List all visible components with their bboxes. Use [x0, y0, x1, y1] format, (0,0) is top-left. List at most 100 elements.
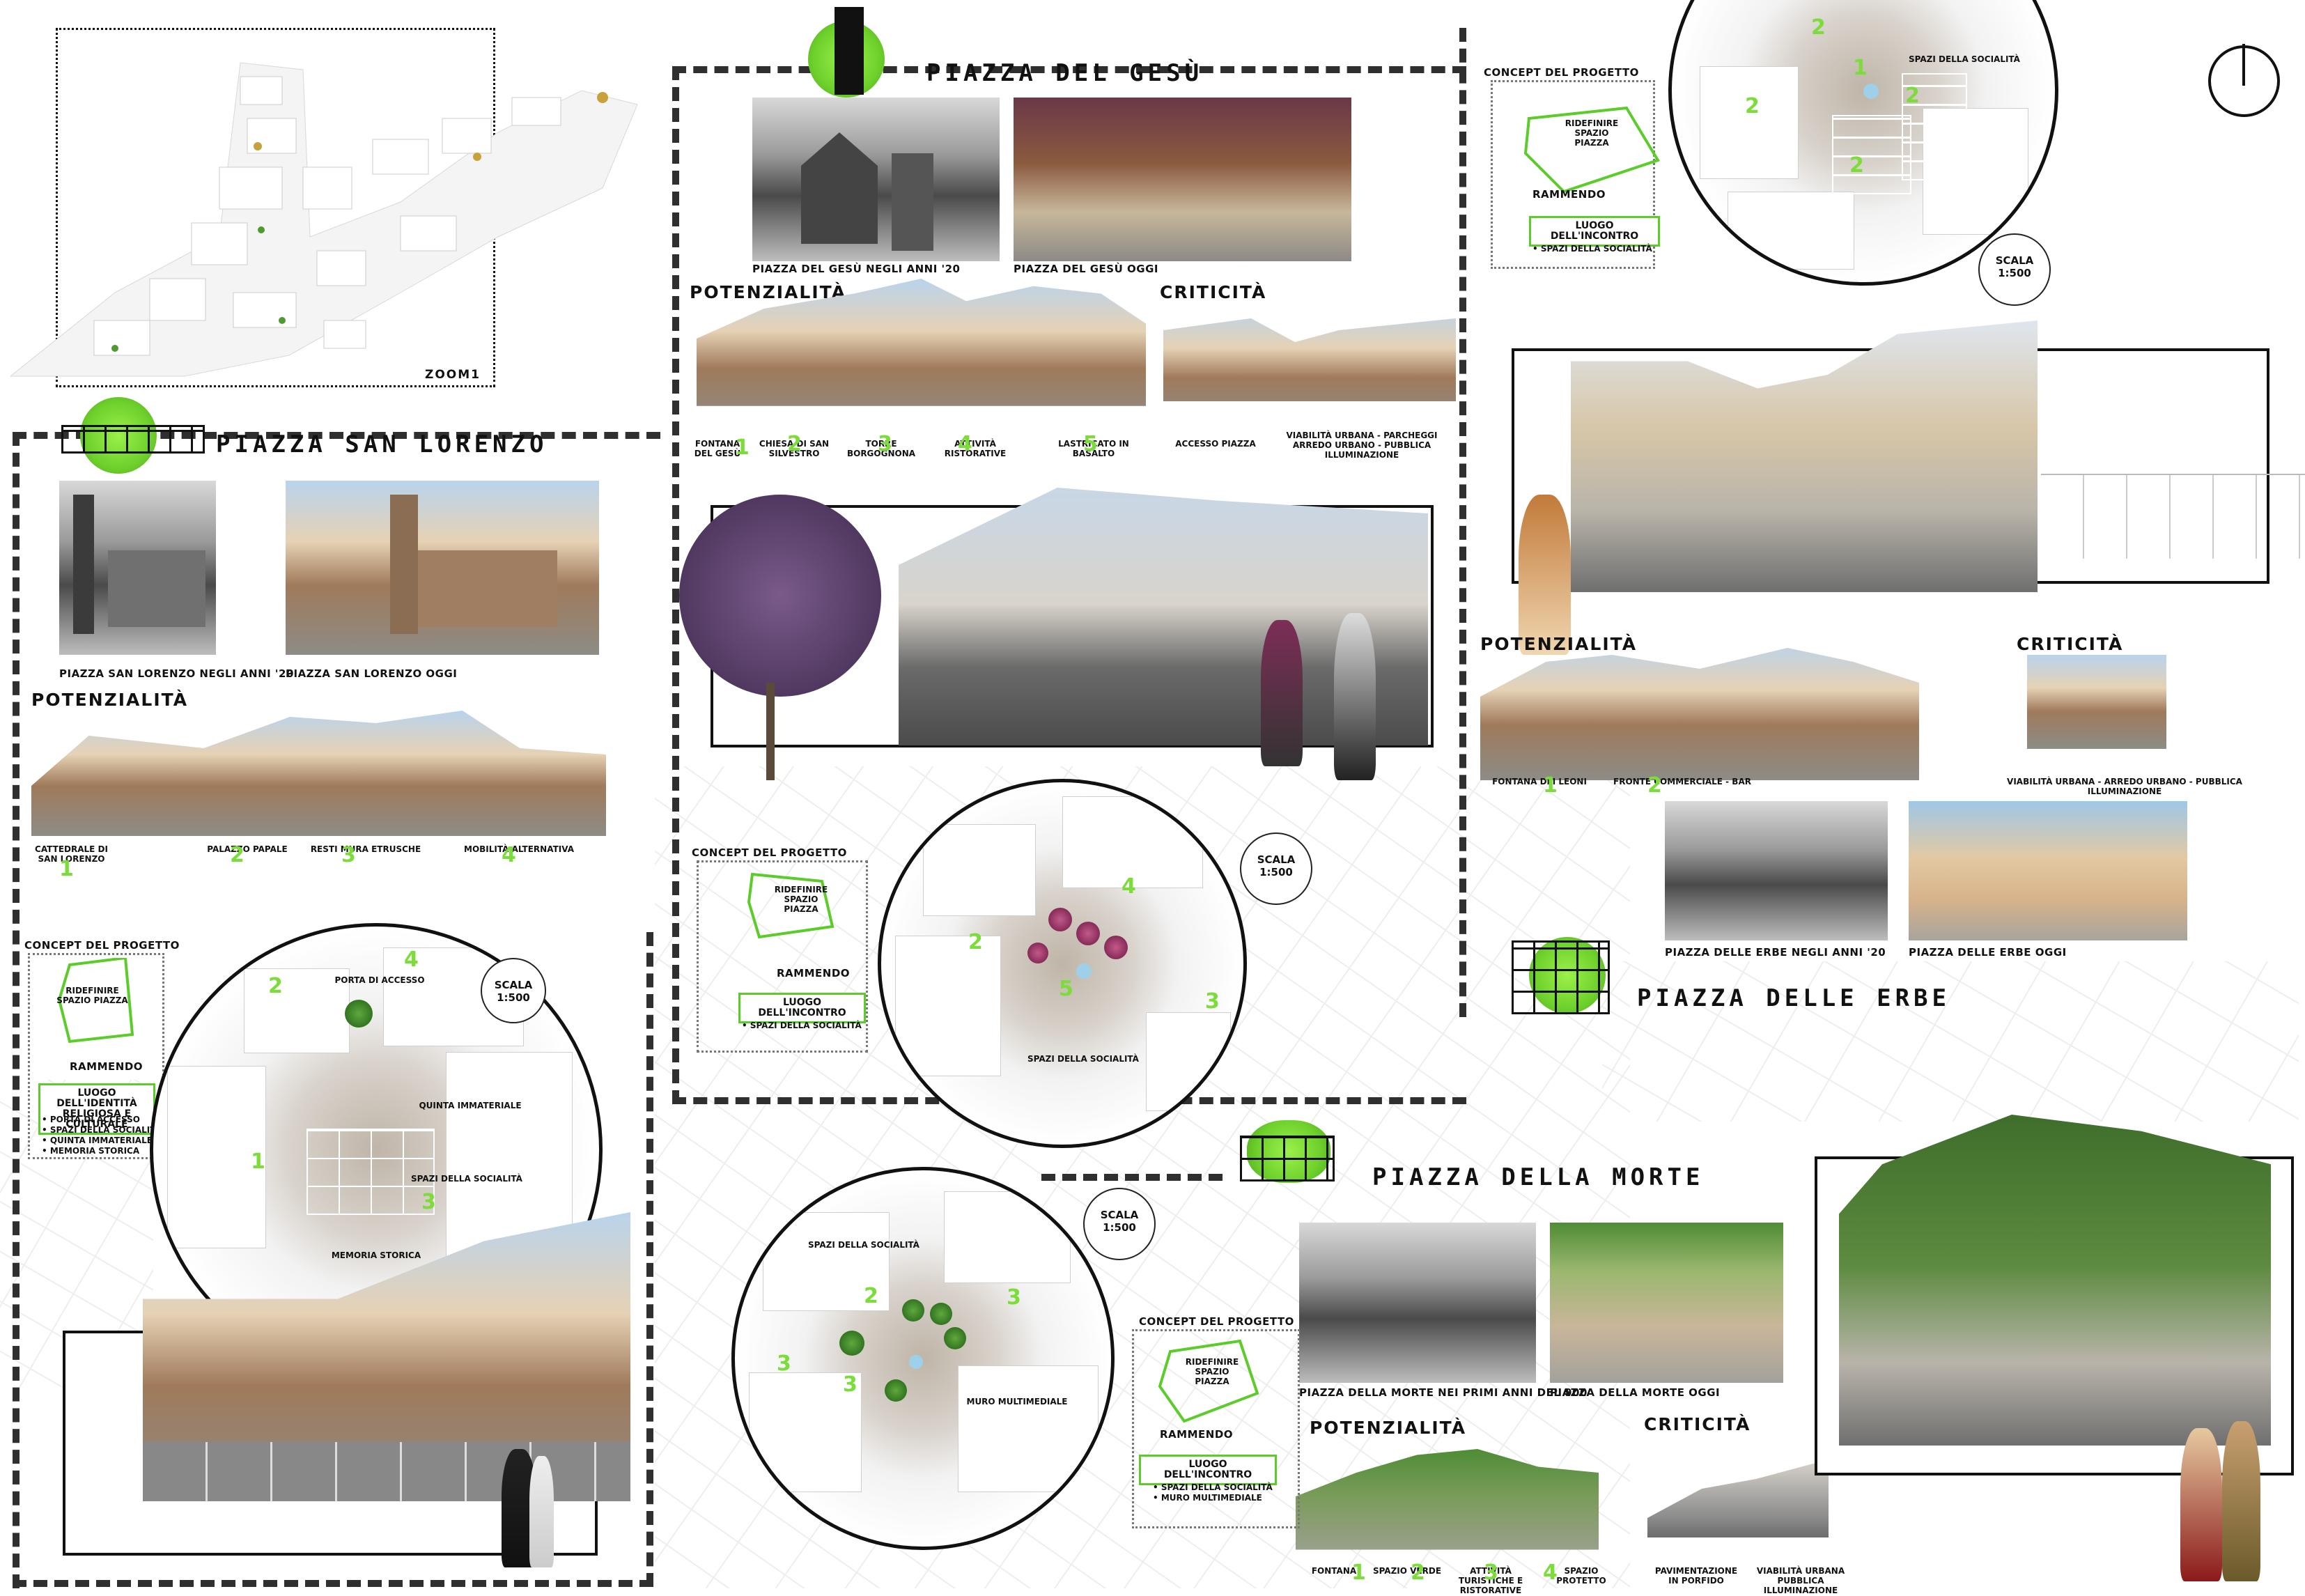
san-lorenzo-scale-text: SCALA 1:500 — [494, 979, 533, 1004]
san-lorenzo-bottom-border — [13, 932, 653, 1587]
zoom-axonometric-model — [9, 28, 651, 383]
morte-crit-2: VIABILITÀ URBANA PUBBLICA ILLUMINAZIONE — [1756, 1566, 1845, 1595]
gesu-tree-trunk — [766, 683, 775, 780]
gesu-concept-shape — [745, 867, 836, 944]
san-lorenzo-concept-title: CONCEPT DEL PROGETTO — [24, 939, 180, 952]
gesu-crit-1: ACCESSO PIAZZA — [1175, 439, 1256, 449]
erbe-concept-frame — [1491, 80, 1655, 269]
san-lorenzo-rammendo: RAMMENDO — [70, 1060, 143, 1073]
gesu-scale-text: SCALA 1:500 — [1257, 853, 1296, 878]
morte-crit-1: PAVIMENTAZIONE IN PORFIDO — [1654, 1566, 1738, 1586]
san-lorenzo-concept-list: • PORTA DI ACCESSO • SPAZI DELLA SOCIALI… — [42, 1115, 162, 1156]
morte-plan-spazi: SPAZI DELLA SOCIALITÀ — [808, 1240, 919, 1250]
erbe-photo-past — [1665, 801, 1888, 940]
erbe-plan-num: 2 — [1811, 15, 1826, 40]
morte-list-item: • SPAZI DELLA SOCIALITÀ — [1153, 1482, 1273, 1492]
morte-concept-frame — [1132, 1329, 1300, 1528]
erbe-pergola — [2041, 474, 2305, 559]
zoom-label: ZOOM1 — [425, 368, 481, 382]
erbe-photo-now — [1909, 801, 2187, 940]
erbe-criticita-title: CRITICITÀ — [2017, 634, 2124, 654]
gesu-criticita-title: CRITICITÀ — [1160, 282, 1267, 302]
erbe-luogo: LUOGO DELL'INCONTRO — [1529, 216, 1660, 247]
san-lorenzo-pot-4: MOBILITÀ ALTERNATIVA — [464, 844, 574, 854]
san-lorenzo-bride — [529, 1456, 554, 1567]
san-lorenzo-caption-now: PIAZZA SAN LORENZO OGGI — [286, 667, 458, 680]
erbe-plan-num: 1 — [1853, 56, 1868, 80]
san-lorenzo-pot-1: CATTEDRALE DI SAN LORENZO — [35, 844, 108, 864]
morte-scale-text: SCALA 1:500 — [1100, 1209, 1139, 1234]
gesu-plan-num: 5 — [1059, 977, 1073, 1001]
morte-criticita-title: CRITICITÀ — [1644, 1414, 1751, 1434]
san-lorenzo-potenzialita-title: POTENZIALITÀ — [31, 690, 189, 710]
morte-list-item: • MURO MULTIMEDIALE — [1153, 1493, 1262, 1503]
gesu-right-border — [1459, 28, 1675, 1017]
gesu-photo-past — [752, 98, 1000, 261]
gesu-dancers — [1334, 613, 1376, 780]
gesu-pot-2: CHIESA DI SAN SILVESTRO — [759, 439, 830, 458]
gesu-plan-num: 3 — [1205, 989, 1220, 1014]
morte-caption-past: PIAZZA DELLA MORTE NEI PRIMI ANNI DEL 90… — [1299, 1386, 1588, 1399]
gesu-pot-3-num: 3 — [878, 432, 892, 456]
gesu-scale: SCALA 1:500 — [1240, 832, 1312, 905]
san-lorenzo-plan-num: 2 — [268, 974, 283, 998]
morte-concept-title: CONCEPT DEL PROGETTO — [1139, 1315, 1294, 1328]
erbe-grid-icon — [1512, 940, 1610, 1014]
morte-rammendo: RAMMENDO — [1160, 1428, 1234, 1441]
san-lorenzo-plan-porta: PORTA DI ACCESSO — [334, 975, 425, 985]
san-lorenzo-grid-icon — [61, 425, 205, 454]
gesu-pot-5-num: 5 — [1083, 432, 1098, 456]
morte-potenzialita-title: POTENZIALITÀ — [1310, 1418, 1467, 1438]
erbe-potenzialita-collage — [1480, 648, 1919, 780]
san-lorenzo-pot-2-num: 2 — [230, 843, 245, 867]
erbe-plan-num: 2 — [1849, 153, 1864, 178]
morte-pot-1-num: 1 — [1351, 1560, 1366, 1585]
san-lorenzo-title: PIAZZA SAN LORENZO — [216, 431, 548, 458]
gesu-plan-circle — [878, 779, 1247, 1148]
gesu-tower-icon — [835, 7, 864, 95]
morte-luogo: LUOGO DELL'INCONTRO — [1139, 1455, 1277, 1485]
san-lorenzo-caption-past: PIAZZA SAN LORENZO NEGLI ANNI '20 — [59, 667, 294, 680]
erbe-scale: SCALA 1:500 — [1978, 233, 2051, 306]
gesu-tree — [679, 495, 881, 697]
erbe-concept-shape-label: RIDEFINIRE SPAZIO PIAZZA — [1565, 118, 1619, 148]
morte-title: PIAZZA DELLA MORTE — [1372, 1163, 1705, 1191]
gesu-concept-frame — [697, 860, 868, 1053]
san-lorenzo-list-item: • SPAZI DELLA SOCIALITÀ — [42, 1125, 162, 1135]
gesu-pot-1: FONTANA DEL GESÙ — [694, 439, 741, 458]
gesu-concept-shape-label: RIDEFINIRE SPAZIO PIAZZA — [774, 885, 828, 914]
erbe-plan-num: 2 — [1905, 84, 1920, 108]
morte-plan-num: 3 — [777, 1351, 791, 1376]
san-lorenzo-pot-3-num: 3 — [341, 843, 356, 867]
san-lorenzo-list-item: • PORTA DI ACCESSO — [42, 1115, 140, 1124]
erbe-criticita-photo — [2027, 655, 2166, 749]
san-lorenzo-pot-1-num: 1 — [59, 857, 74, 881]
morte-plan-circle — [731, 1167, 1115, 1550]
san-lorenzo-list-item: • MEMORIA STORICA — [42, 1146, 140, 1156]
gesu-pot-4-num: 4 — [958, 432, 972, 456]
morte-pot-1: FONTANA — [1311, 1566, 1357, 1576]
erbe-scale-text: SCALA 1:500 — [1995, 254, 2034, 279]
morte-pot-3: ATTIVITÀ TURISTICHE E RISTORATIVE — [1458, 1566, 1523, 1595]
gesu-rammendo: RAMMENDO — [777, 967, 851, 979]
san-lorenzo-concept-shape — [56, 956, 139, 1048]
san-lorenzo-concept-shape-label: RIDEFINIRE SPAZIO PIAZZA — [56, 986, 128, 1005]
morte-plan-num: 3 — [1007, 1285, 1021, 1310]
city-map-background-right — [1602, 961, 2299, 1122]
gesu-caption-now: PIAZZA DEL GESÙ OGGI — [1014, 263, 1158, 275]
gesu-plan-label: SPAZI DELLA SOCIALITÀ — [1027, 1054, 1139, 1064]
erbe-pot-1-num: 1 — [1543, 773, 1558, 798]
erbe-plan-label: SPAZI DELLA SOCIALITÀ — [1909, 54, 2020, 64]
gesu-caption-past: PIAZZA DEL GESÙ NEGLI ANNI '20 — [752, 263, 961, 275]
san-lorenzo-photo-now — [286, 481, 599, 655]
san-lorenzo-plan-num: 4 — [404, 947, 419, 972]
morte-concept-list: • SPAZI DELLA SOCIALITÀ • MURO MULTIMEDI… — [1153, 1482, 1273, 1503]
erbe-woman-figure — [1519, 495, 1571, 655]
morte-plan-muro: MURO MULTIMEDIALE — [966, 1397, 1068, 1407]
gesu-photo-now — [1014, 98, 1351, 261]
san-lorenzo-pot-2: PALAZZO PAPALE — [207, 844, 288, 854]
morte-pot-2: SPAZIO VERDE — [1372, 1566, 1442, 1576]
morte-scale: SCALA 1:500 — [1083, 1188, 1156, 1260]
morte-criticita-collage — [1647, 1459, 1829, 1537]
san-lorenzo-photo-past — [59, 481, 216, 655]
